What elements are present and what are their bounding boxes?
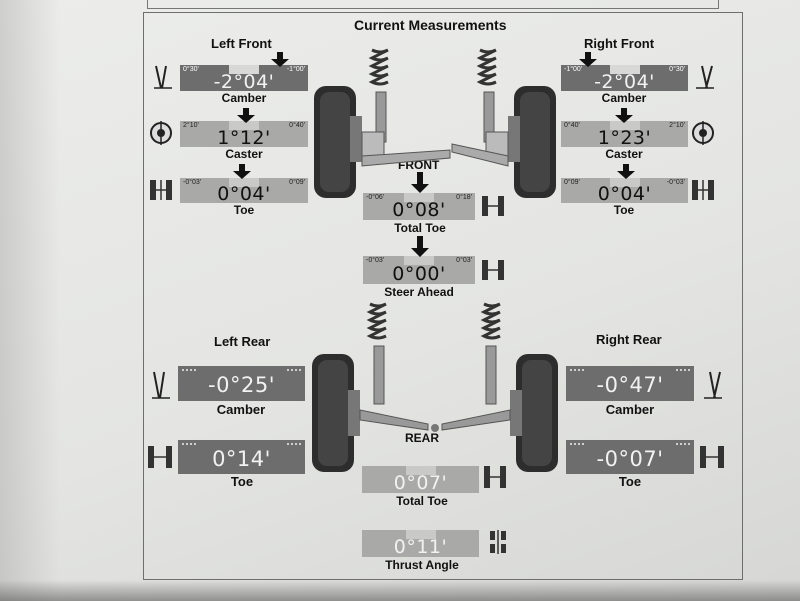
lr-toe-label: Toe — [230, 474, 254, 489]
thrust-angle-label: Thrust Angle — [385, 558, 459, 572]
thrust-angle-value: 0°11' — [393, 536, 448, 558]
rear-suspension-diagram — [312, 302, 558, 472]
lf-toe-icon — [150, 180, 172, 200]
steer-ahead-min: -0°03' — [366, 257, 385, 264]
rf-caster-max: 2°10' — [669, 122, 685, 129]
lf-caster-max: 0°40' — [289, 122, 305, 129]
rr-toe-bar: -0°07' — [566, 440, 694, 474]
rf-camber-value: -2°04' — [594, 71, 655, 93]
lf-toe-min: -0°03' — [183, 179, 202, 186]
rr-toe-value: -0°07' — [596, 447, 664, 471]
section-left-front: Left Front — [211, 36, 272, 51]
page-shadow-left — [0, 0, 60, 601]
rf-toe-value: 0°04' — [597, 183, 652, 205]
steer-ahead-icon — [482, 260, 504, 280]
rr-camber-value: -0°47' — [596, 373, 664, 397]
lf-camber-value: -2°04' — [213, 71, 275, 93]
front-total-toe-bar: -0°06' 0°18' 0°08' — [363, 193, 475, 221]
page-shadow-bottom — [0, 580, 800, 601]
rf-caster-bar: 0°40' 2°10' 1°23' — [561, 121, 688, 149]
steer-ahead-arrow-icon — [411, 236, 429, 257]
rear-left-strut-icon — [366, 302, 387, 340]
lf-toe-label: Toe — [233, 203, 255, 217]
measurements-frame — [143, 12, 743, 580]
lf-toe-max: 0°09' — [289, 179, 305, 186]
lf-camber-arrow-icon — [271, 52, 289, 67]
rf-toe-arrow-icon — [617, 164, 635, 179]
front-total-toe-min: -0°06' — [366, 194, 385, 201]
steer-ahead-bar: -0°03' 0°03' 0°00' — [363, 256, 475, 285]
thrust-angle-icon — [490, 530, 506, 554]
rf-caster-icon — [692, 121, 714, 145]
lf-caster-label: Caster — [225, 147, 263, 161]
rf-toe-min: 0°09' — [564, 179, 580, 186]
lf-toe-arrow-icon — [233, 164, 251, 179]
lf-camber-label: Camber — [221, 91, 267, 105]
lf-camber-min: 0°30' — [183, 66, 199, 73]
thrust-angle-bar: 0°11' — [362, 530, 479, 558]
front-total-toe-max: 0°18' — [456, 194, 472, 201]
rf-caster-value: 1°23' — [597, 127, 652, 149]
lr-camber-value: -0°25' — [208, 373, 275, 397]
section-right-front: Right Front — [584, 36, 655, 51]
header-box — [147, 0, 719, 9]
page-title: Current Measurements — [354, 17, 507, 33]
lf-caster-value: 1°12' — [217, 127, 271, 149]
lr-toe-value: 0°14' — [212, 447, 271, 471]
rear-total-toe-icon — [484, 466, 506, 488]
rear-total-toe-label: Total Toe — [396, 494, 448, 508]
lr-toe-bar: 0°14' — [178, 440, 305, 474]
rr-toe-icon — [700, 446, 724, 468]
lf-camber-max: -1°00' — [286, 66, 305, 73]
rr-camber-bar: -0°47' — [566, 366, 694, 401]
steer-ahead-label: Steer Ahead — [384, 285, 454, 299]
lf-caster-min: 2°10' — [183, 122, 199, 129]
lf-camber-bar: 0°30' -1°00' -2°04' — [180, 65, 308, 93]
rf-camber-label: Camber — [601, 91, 647, 105]
rear-total-toe-bar: 0°07' — [362, 466, 479, 494]
front-suspension-diagram — [314, 48, 556, 198]
lf-toe-bar: -0°03' 0°09' 0°04' — [180, 178, 308, 205]
lr-toe-icon — [148, 446, 172, 468]
lf-caster-arrow-icon — [237, 108, 255, 123]
rear-total-toe-value: 0°07' — [393, 472, 448, 494]
lr-camber-bar: -0°25' — [178, 366, 305, 401]
rf-toe-bar: 0°09' -0°03' 0°04' — [561, 178, 688, 205]
front-total-toe-arrow-icon — [411, 172, 429, 193]
rear-label: REAR — [405, 431, 440, 445]
rf-toe-icon — [692, 180, 714, 200]
lr-camber-icon — [152, 371, 170, 399]
lf-caster-icon — [150, 121, 172, 145]
rear-right-strut-icon — [480, 302, 501, 340]
section-left-rear: Left Rear — [214, 334, 271, 349]
front-left-strut-icon — [368, 48, 389, 86]
rr-camber-icon — [704, 371, 722, 399]
section-right-rear: Right Rear — [596, 332, 662, 347]
rf-camber-arrow-icon — [579, 52, 597, 67]
rf-caster-arrow-icon — [615, 108, 633, 123]
rf-camber-bar: -1°00' 0°30' -2°04' — [561, 65, 688, 93]
front-total-toe-icon — [482, 196, 504, 216]
steer-ahead-max: 0°03' — [456, 257, 472, 264]
front-total-toe-value: 0°08' — [392, 199, 446, 221]
lr-camber-label: Camber — [216, 402, 266, 417]
rf-camber-max: 0°30' — [669, 66, 685, 73]
rr-toe-label: Toe — [618, 474, 642, 489]
rf-toe-label: Toe — [613, 203, 635, 217]
rf-camber-icon — [696, 65, 714, 89]
lf-caster-bar: 2°10' 0°40' 1°12' — [180, 121, 308, 149]
front-total-toe-label: Total Toe — [394, 221, 446, 235]
lf-camber-icon — [154, 65, 172, 89]
rf-caster-min: 0°40' — [564, 122, 580, 129]
front-right-strut-icon — [476, 48, 497, 86]
rf-toe-max: -0°03' — [666, 179, 685, 186]
rf-camber-min: -1°00' — [564, 66, 583, 73]
rf-caster-label: Caster — [605, 147, 643, 161]
lf-toe-value: 0°04' — [217, 183, 271, 205]
rr-camber-label: Camber — [605, 402, 655, 417]
steer-ahead-value: 0°00' — [392, 263, 446, 285]
